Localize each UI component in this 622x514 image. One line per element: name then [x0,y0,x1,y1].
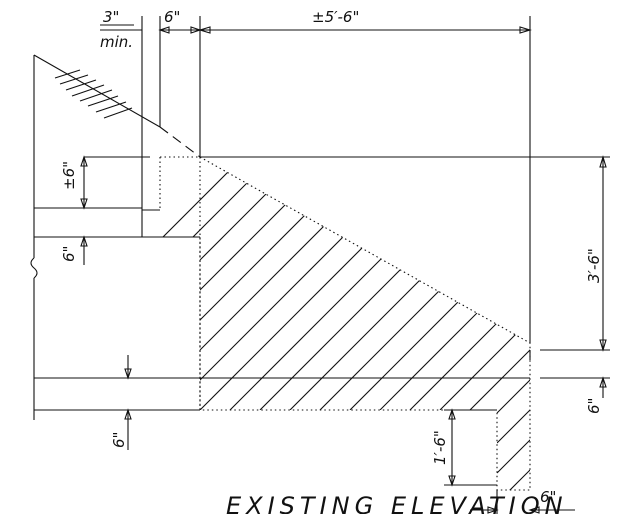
dim-gap-top-note: min. [100,33,133,51]
dim-footing-width-bottom: 6" [540,488,556,506]
dim-slab-bottom-left: 6" [110,432,128,448]
top-extension-lines [141,16,531,360]
left-boundary [30,55,38,420]
dim-span-top: ±5′-6" [312,8,359,26]
right-dimension-lines [599,155,607,398]
footing-dimension-lines [444,408,575,514]
existing-step-outline [141,122,200,238]
left-dimension-lines [80,155,132,450]
dim-gap-top: 3" [103,8,119,26]
earth-hatch [54,69,133,119]
dim-slab-left: 6" [60,246,78,262]
dim-step-height-left: ±6" [60,161,78,190]
fill-hatch [142,157,530,490]
reference-lines [34,156,610,411]
dim-footing-depth: 1′-6" [431,430,449,465]
drawing-title: EXISTING ELEVATION [226,492,568,514]
dim-height-right: 3′-6" [585,248,603,283]
new-construction-outline [159,156,531,491]
dim-slab-right: 6" [585,398,603,414]
dim-width-top: 6" [164,8,180,26]
existing-grade-line [33,54,201,158]
top-dimension-lines [100,26,532,34]
